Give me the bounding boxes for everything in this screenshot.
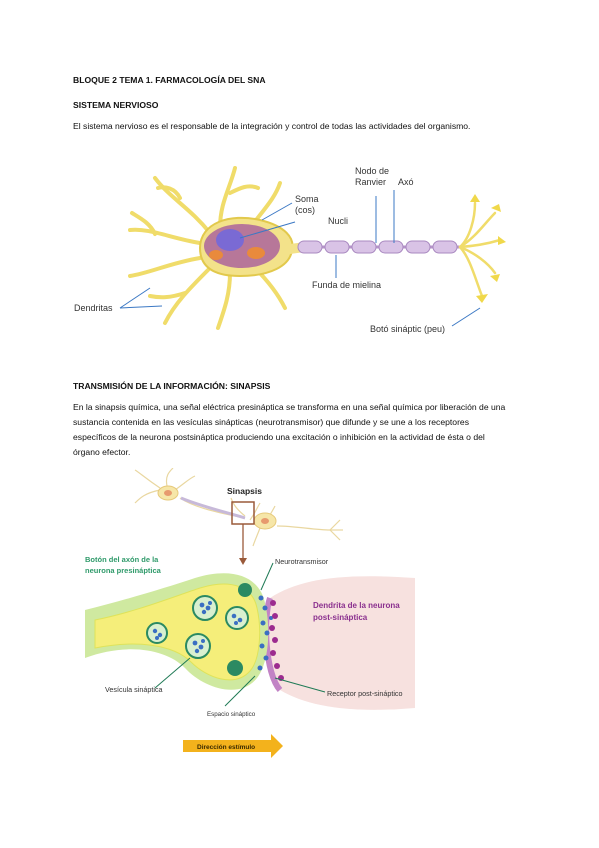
section-heading-sinapsis: TRANSMISIÓN DE LA INFORMACIÓN: SINAPSIS (73, 381, 271, 391)
synaptic-vesicles (146, 583, 252, 676)
label-espacio-sinaptico: Espacio sináptico (207, 711, 256, 718)
label-vesicula-sinaptica: Vesícula sináptica (105, 685, 163, 694)
postsynaptic-receptors (269, 600, 284, 681)
label-nodo-line2: Ranvier (355, 177, 386, 187)
label-dendrita-line2: post-sináptica (313, 613, 368, 622)
label-soma-line2: (cos) (295, 205, 315, 215)
doc-title: BLOQUE 2 TEMA 1. FARMACOLOGÍA DEL SNA (73, 75, 266, 85)
nucleus-shape (216, 229, 244, 251)
label-direccion-estimulo: Dirección estímulo (197, 744, 255, 751)
label-boto-sinaptic: Botó sináptic (peu) (370, 324, 445, 334)
presynaptic-terminal (94, 583, 261, 681)
section-heading-sistema-nervioso: SISTEMA NERVIOSO (73, 100, 159, 110)
label-dendritas: Dendritas (74, 303, 113, 313)
paragraph-sinapsis: En la sinapsis química, una señal eléctr… (73, 402, 506, 457)
label-nucli: Nucli (328, 216, 348, 226)
label-receptor-post-sinaptico: Receptor post-sináptico (327, 689, 403, 698)
label-neurotransmisor: Neurotransmisor (275, 557, 329, 566)
paragraph-sistema-nervioso: El sistema nervioso es el responsable de… (73, 121, 471, 131)
label-axo: Axó (398, 177, 414, 187)
neuron-diagram: Soma (cos) Nucli Nodo de Ranvier Axó Fun… (74, 166, 506, 334)
myelin-sheath (297, 240, 458, 254)
label-funda-mielina: Funda de mielina (312, 280, 381, 290)
direction-arrow (183, 734, 283, 758)
label-dendrita-line1: Dendrita de la neurona (313, 601, 400, 610)
label-boton-line2: neurona presináptica (85, 566, 162, 575)
label-nodo-line1: Nodo de (355, 166, 389, 176)
synapse-diagram: Sinapsis Neurotransmisor Botón del axón … (85, 468, 415, 758)
label-soma-line1: Soma (295, 194, 319, 204)
label-boton-line1: Botón del axón de la (85, 555, 159, 564)
label-sinapsis: Sinapsis (227, 486, 262, 496)
